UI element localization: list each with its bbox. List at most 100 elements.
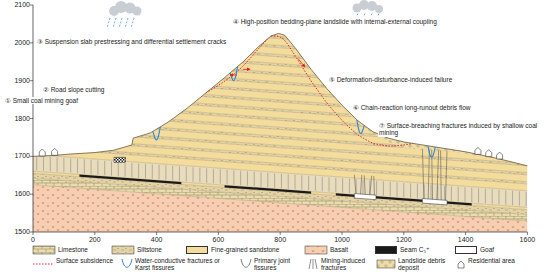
joint-fissure: [485, 189, 486, 203]
bedding-line: [33, 57, 527, 93]
mining-fracture: [440, 148, 442, 200]
joint-fissure: [172, 166, 173, 180]
joint-fissure: [152, 164, 153, 178]
joint-fissure: [397, 182, 398, 196]
joint-fissure: [376, 181, 377, 195]
joint-fissure: [254, 172, 255, 186]
water-fracture: [153, 127, 160, 140]
house-icon: [458, 261, 464, 268]
joint-fissure: [206, 168, 207, 182]
legend-text: Fine-grained sandstone: [211, 246, 279, 253]
joint-fissure: [335, 178, 336, 192]
joint-fissure: [261, 172, 262, 186]
joint-fissure: [430, 185, 431, 199]
joint-fissure: [410, 183, 411, 197]
bedding-line: [33, 139, 527, 175]
mining-fracture: [361, 175, 362, 194]
siltstone-layer: [33, 0, 527, 30]
displacement-arrow: [230, 75, 237, 76]
legend-text: Goaf: [480, 246, 494, 253]
bedding-line: [33, 0, 527, 11]
sandstone-layer: [33, 21, 527, 64]
legend-sample: [112, 246, 134, 254]
displacement-arrow: [243, 69, 250, 70]
joint-fissure: [111, 161, 112, 175]
joint-fissure: [274, 173, 275, 187]
joint-fissure: [125, 162, 126, 176]
water-fracture: [357, 120, 364, 134]
small-goaf: [114, 157, 126, 162]
bedding-line: [33, 185, 527, 221]
axis-tick-label: 1400: [458, 236, 474, 244]
sandstone-layer: [33, 0, 527, 18]
callout-text: ⑤ Deformation-disturbance-induced failur…: [328, 76, 453, 83]
bedding-line: [33, 48, 527, 84]
axes: [30, 5, 527, 235]
bedding-line: [33, 173, 527, 209]
axis-tick-label: 2100: [14, 1, 30, 9]
axis-tick-label: 1600: [520, 236, 536, 244]
joint-fissure: [526, 192, 527, 206]
bedding-line: [33, 30, 527, 66]
axis-tick-label: 200: [89, 236, 101, 244]
legend-text: Surface subsidence: [56, 257, 118, 264]
legend-text: Residential area: [468, 257, 542, 264]
goaf: [422, 199, 447, 205]
joint-fissure: [281, 174, 282, 188]
legend-sample: [241, 259, 251, 267]
joint-fissure: [308, 176, 309, 190]
joint-fissure: [118, 162, 119, 176]
mining-fracture: [364, 175, 366, 194]
mining-fracture: [446, 149, 448, 200]
joint-fissure: [104, 161, 105, 175]
bedding-line: [33, 9, 527, 45]
axis-tick-label: 1700: [14, 152, 30, 160]
joint-fissure: [349, 179, 350, 193]
bedding-line: [33, 0, 527, 9]
axis-tick-label: 400: [151, 236, 163, 244]
siltstone-layer: [33, 0, 527, 2]
callout-text: ③ Suspension slab prestressing and diffe…: [36, 38, 227, 45]
joint-fissure: [84, 159, 85, 173]
joint-fissure: [390, 182, 391, 196]
joint-fissure: [288, 174, 289, 188]
joint-fissure: [186, 167, 187, 181]
joint-fissure: [43, 156, 44, 170]
bedding-line: [33, 0, 527, 36]
joint-fissure: [444, 186, 445, 200]
coal-seam: [336, 193, 472, 205]
mining-fracture: [373, 176, 375, 195]
callout-text: ⑥ Chain-reaction long-runout debris flow: [352, 104, 471, 111]
legend-sample: [33, 246, 55, 254]
legend-sample: [33, 264, 53, 265]
house-icon: [39, 149, 45, 156]
sandstone-layer: [33, 0, 527, 27]
joint-fissure: [91, 160, 92, 174]
sandstone-layer: [33, 0, 527, 36]
joint-fissure: [50, 157, 51, 171]
legend-swatch: [186, 246, 208, 254]
joint-fissure: [363, 180, 364, 194]
sandstone-layer: [33, 0, 527, 9]
bedding-line: [33, 21, 527, 57]
coal-seam: [225, 185, 312, 194]
goaf: [354, 194, 376, 200]
joint-fissure: [199, 168, 200, 182]
bedding-line: [33, 39, 527, 75]
sandstone-layer: [33, 2, 527, 45]
mining-fracture: [370, 176, 372, 195]
siltstone-layer: [33, 27, 527, 66]
joint-fissure: [458, 187, 459, 201]
joint-fissure: [145, 164, 146, 178]
strata: [33, 0, 527, 275]
water-fracture: [230, 67, 237, 81]
legend-text: Seam C₅⁺: [400, 246, 430, 253]
bedding-line: [33, 0, 527, 18]
bedding-line: [33, 2, 527, 38]
water-fracture: [428, 146, 435, 157]
bedding-line: [33, 178, 527, 214]
bedding-line: [33, 82, 527, 118]
joint-fissure: [505, 190, 506, 204]
house-icon: [475, 147, 481, 154]
bedding-line: [33, 11, 527, 47]
